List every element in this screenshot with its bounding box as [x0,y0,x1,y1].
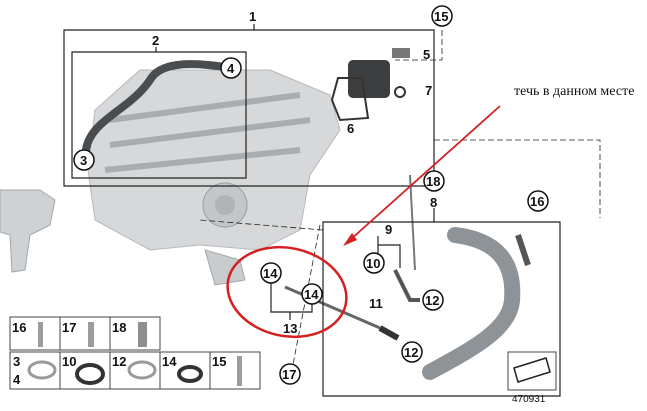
callout-11: 11 [369,296,383,311]
legend-4: 4 [13,372,21,387]
callout-14-right: 14 [304,287,319,302]
diagram-ref-number: 470931 [512,394,546,405]
leader-lines [199,30,601,381]
vent-hose [82,60,229,154]
legend-14: 14 [162,354,177,369]
leak-arrow [349,105,501,241]
callout-17: 17 [282,367,296,382]
legend-3: 3 [13,354,20,369]
callout-5: 5 [423,47,430,62]
cylinder-head-image [87,69,341,286]
legend-18: 18 [112,320,126,335]
callout-8: 8 [430,195,437,210]
callout-9: 9 [385,222,392,237]
legend-17: 17 [62,320,76,335]
callout-3: 3 [80,153,87,168]
hardware-legend: 16 17 18 3 4 10 12 14 15 [9,316,261,390]
callout-16: 16 [530,194,544,209]
callout-7: 7 [425,83,432,98]
coolant-pump-image [0,189,56,273]
callout-13: 13 [283,321,297,336]
coolant-line [284,285,381,330]
callout-1: 1 [249,9,256,24]
legend-15: 15 [212,354,226,369]
diagram-ref-box: 470931 [507,351,557,405]
callout-12-lower: 12 [404,345,418,360]
pipe-bracket [515,234,531,266]
thermostat-housing-image [330,48,410,122]
coolant-pipe [422,227,521,380]
callout-15: 15 [434,9,448,24]
leak-highlight-ellipse [226,245,348,339]
callout-18: 18 [426,174,440,189]
callout-10: 10 [366,256,380,271]
callout-4: 4 [227,61,235,76]
callout-labels: 1 15 2 4 5 7 6 3 18 8 16 9 10 12 11 14 1… [73,5,549,385]
callout-6: 6 [347,121,354,136]
legend-10: 10 [62,354,76,369]
callout-12-upper: 12 [425,293,439,308]
leak-annotation: течь в данном месте [514,84,635,99]
legend-16: 16 [12,320,26,335]
legend-12: 12 [112,354,126,369]
callout-14-left: 14 [263,266,278,281]
callout-2: 2 [152,33,159,48]
